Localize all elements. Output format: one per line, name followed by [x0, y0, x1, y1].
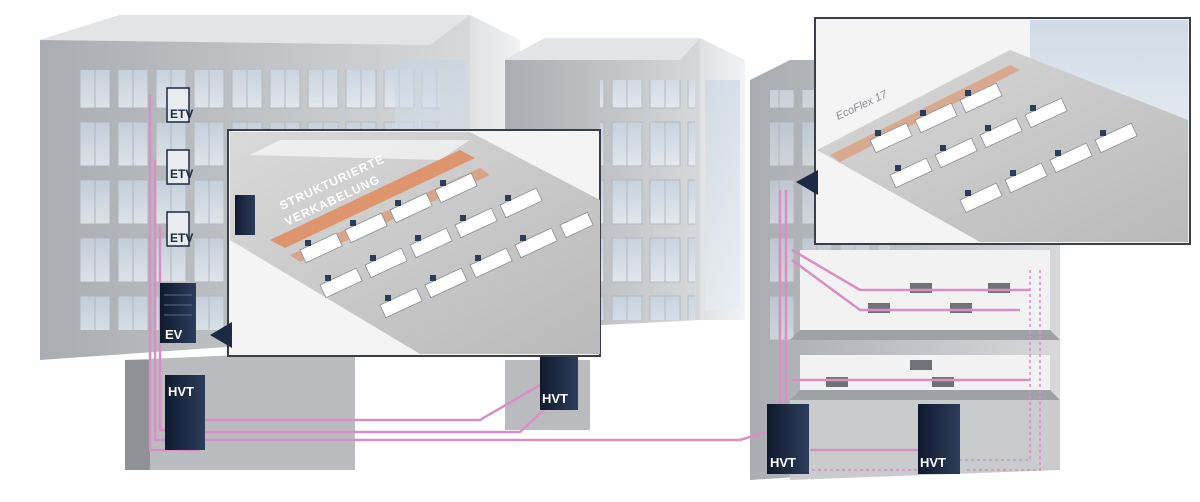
etv-rack-floor-3: ETV — [166, 211, 193, 247]
svg-text:HVT: HVT — [168, 384, 194, 399]
svg-text:HVT: HVT — [542, 391, 568, 406]
svg-text:HVT: HVT — [920, 455, 946, 470]
svg-text:ETV: ETV — [170, 231, 193, 245]
structured-cabling-panel: STRUKTURIERTE VERKABELUNG — [210, 129, 601, 357]
svg-text:HVT: HVT — [770, 455, 796, 470]
etv-rack-floor-1: ETV — [166, 87, 193, 123]
svg-text:ETV: ETV — [170, 167, 193, 181]
etv-rack-floor-2: ETV — [166, 149, 193, 185]
ecoflex-panel: EcoFlex 17 — [796, 17, 1191, 245]
ev-rack: EV — [160, 283, 196, 343]
svg-text:EV: EV — [165, 327, 183, 342]
hvt-rack-right-1: HVT — [767, 404, 809, 474]
hvt-rack-right-2: HVT — [918, 404, 960, 474]
cable-dotted — [800, 270, 1041, 471]
hvt-rack-middle: HVT — [540, 355, 578, 410]
hvt-rack-left: HVT — [165, 375, 205, 450]
svg-text:ETV: ETV — [170, 107, 193, 121]
